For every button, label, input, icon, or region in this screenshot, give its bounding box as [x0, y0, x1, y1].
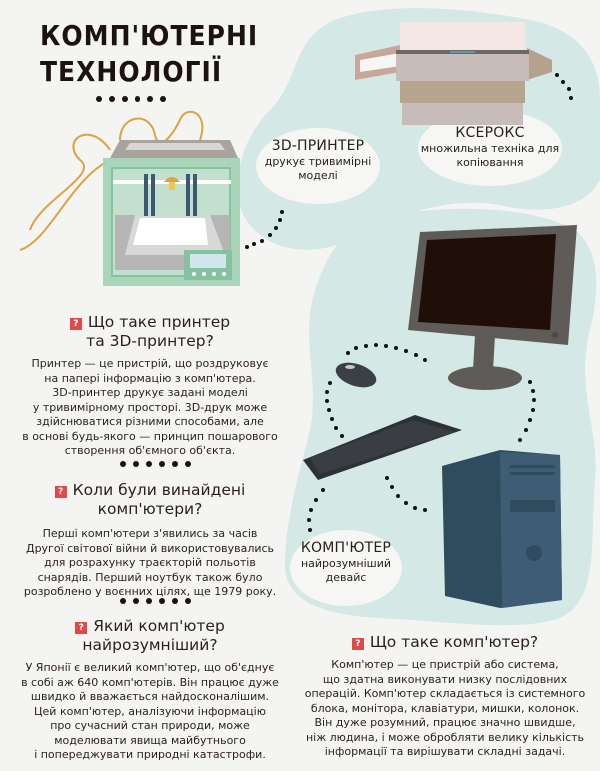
question-icon: ?: [69, 318, 82, 330]
label-computer-subtitle: найрозумніший девайс: [300, 557, 392, 584]
title-line-1: КОМП'ЮТЕРНІ: [40, 19, 259, 52]
label-copier-title: КСЕРОКС: [455, 125, 525, 141]
title-line-2: ТЕХНОЛОГІЇ: [40, 55, 223, 88]
section-what-is-computer: ?Що таке комп'ютер? Комп'ютер — це прист…: [290, 633, 600, 760]
section-what-is-computer-body: Комп'ютер — це пристрій або система,що з…: [304, 658, 586, 758]
mouse-illustration: [335, 362, 377, 388]
page-title: КОМП'ЮТЕРНІ ТЕХНОЛОГІЇ: [40, 18, 259, 90]
section-dots-divider-1: [115, 461, 195, 467]
label-bubble-copier: [418, 110, 562, 186]
label-3d-printer: 3D-ПРИНТЕР друкує тривимірні моделі: [258, 138, 378, 183]
question-icon: ?: [351, 638, 364, 650]
section-invention: ?Коли були винайдені комп'ютери? Перші к…: [10, 481, 290, 600]
section-smartest-body: У Японії є великий комп'ютер, що об'єдну…: [21, 661, 279, 761]
keyboard-illustration: [303, 415, 462, 480]
label-bubble-3d: [256, 128, 380, 204]
question-icon: ?: [54, 486, 67, 498]
label-bubble-computer: [290, 530, 402, 606]
section-smartest-title: ?Який комп'ютер найрозумніший?: [10, 617, 290, 655]
question-icon: ?: [75, 622, 88, 634]
section-invention-title: ?Коли були винайдені комп'ютери?: [10, 481, 290, 519]
section-what-is-computer-title: ?Що таке комп'ютер?: [290, 633, 600, 652]
dotted-connectors: [245, 73, 573, 532]
label-copier: КСЕРОКС множильна техніка для копіювання: [420, 125, 560, 170]
label-computer-title: КОМП'ЮТЕР: [300, 540, 392, 556]
section-smartest: ?Який комп'ютер найрозумніший? У Японії …: [10, 617, 290, 763]
section-printer: ?Що таке принтер та 3D-принтер? Принтер …: [10, 313, 290, 459]
copier-illustration: [355, 22, 552, 125]
section-printer-title: ?Що таке принтер та 3D-принтер?: [10, 313, 290, 351]
title-dots-divider: [96, 96, 166, 102]
pc-tower-illustration: [442, 450, 562, 608]
label-copier-subtitle: множильна техніка для копіювання: [420, 142, 560, 169]
label-computer: КОМП'ЮТЕР найрозумніший девайс: [296, 540, 396, 585]
label-3d-printer-title: 3D-ПРИНТЕР: [271, 138, 365, 154]
label-3d-printer-subtitle: друкує тривимірні моделі: [264, 155, 372, 182]
monitor-illustration: [408, 225, 577, 390]
3d-printer-illustration: [19, 110, 240, 286]
section-dots-divider-2: [115, 598, 195, 604]
